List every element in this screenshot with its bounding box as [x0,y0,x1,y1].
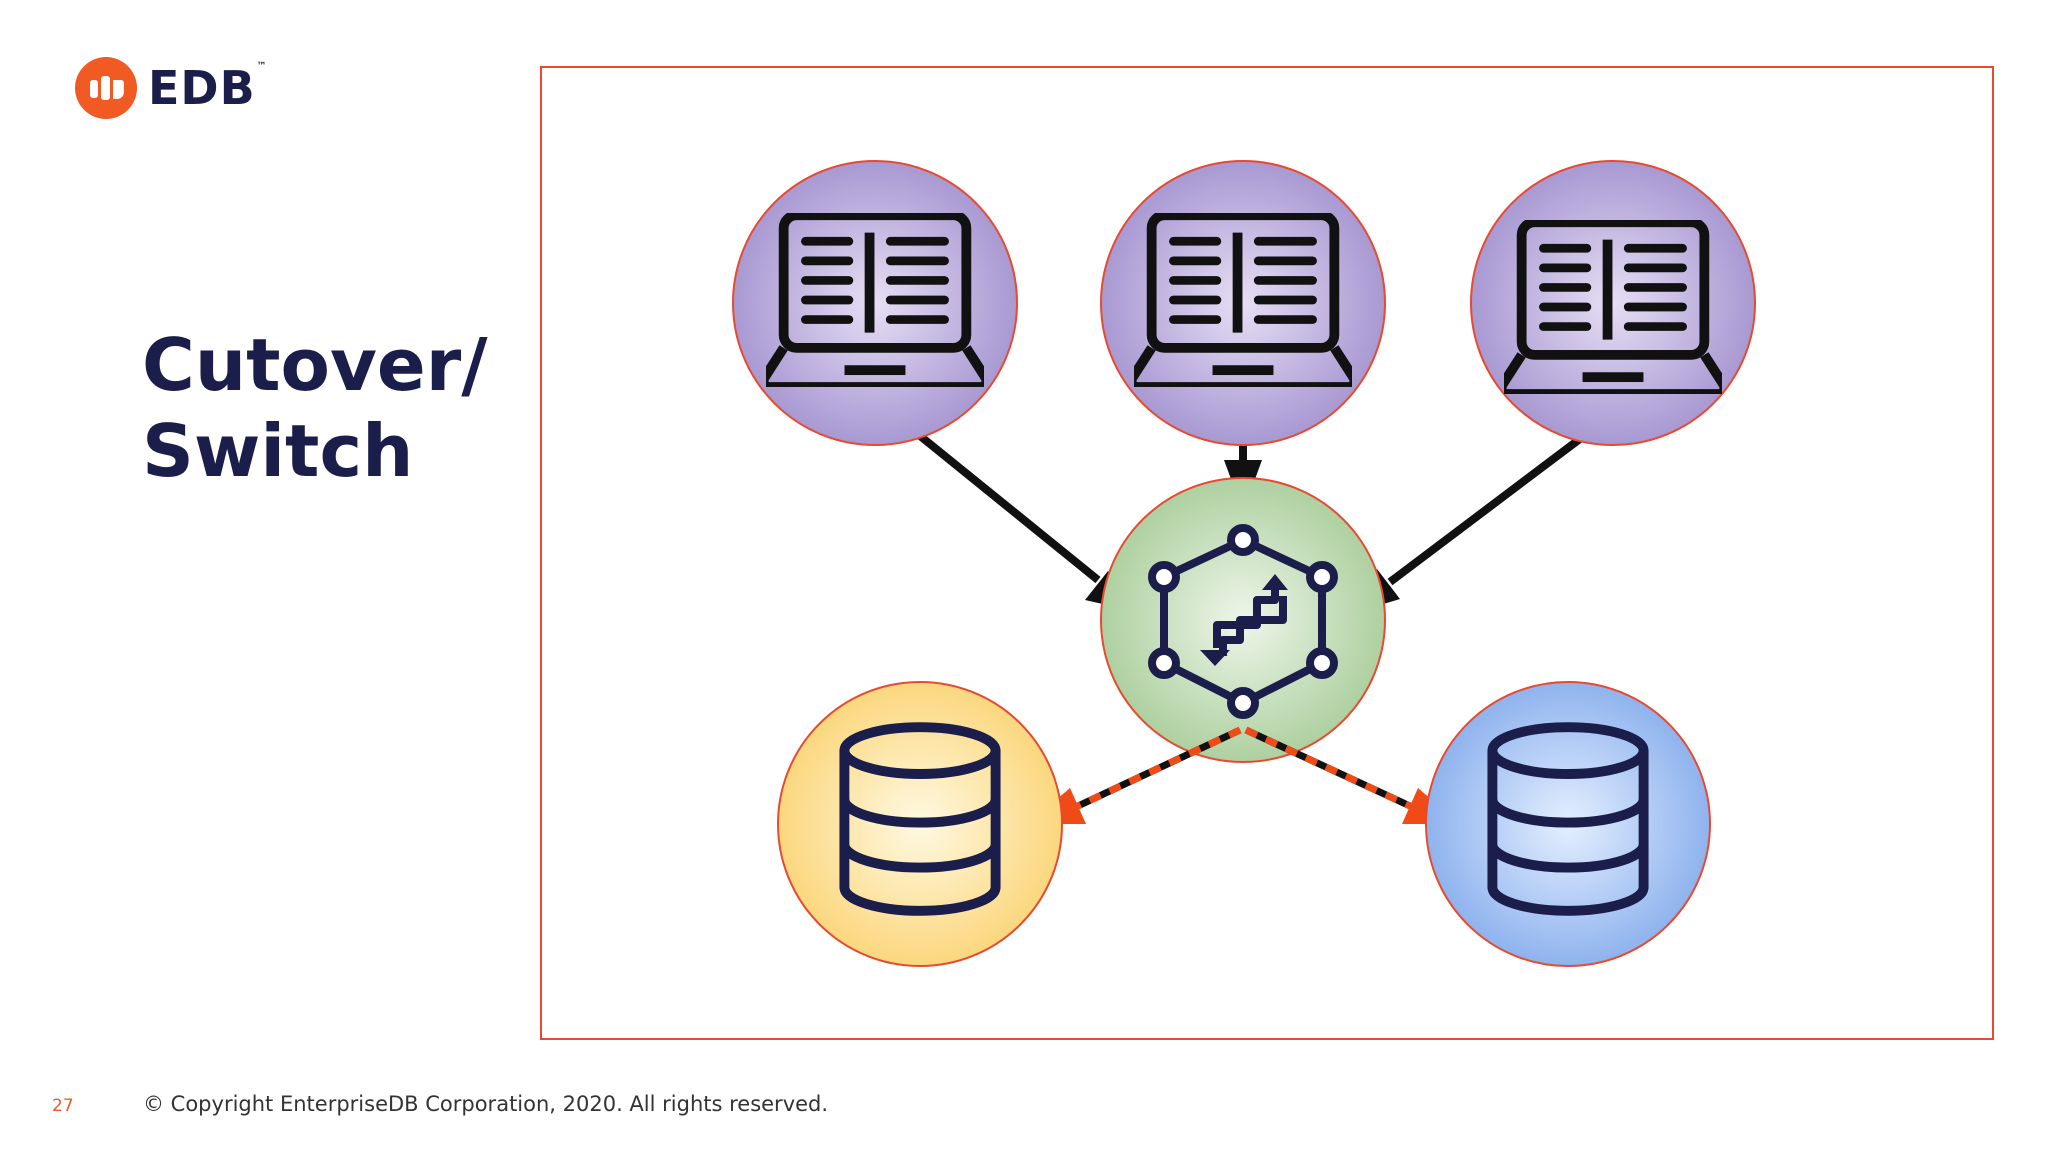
arrow-client3-to-hub [1387,410,1616,586]
title-line-2: Switch [142,409,414,493]
elephant-logo-icon [75,57,137,119]
network-switch-icon [1148,524,1338,719]
database-source [777,681,1063,967]
router-hub [1100,477,1386,763]
title-line-1: Cutover/ [142,323,488,407]
client-laptop-1 [732,160,1018,446]
diagram-frame [540,66,1994,1040]
slide-title: Cutover/ Switch [142,322,488,494]
logo-wordmark: EDB™ [148,61,268,115]
client-laptop-3 [1470,160,1756,446]
database-target [1425,681,1711,967]
copyright-text: © Copyright EnterpriseDB Corporation, 20… [143,1092,829,1116]
edb-logo: EDB™ [74,56,268,120]
page-number: 27 [52,1096,74,1116]
client-laptop-2 [1100,160,1386,446]
